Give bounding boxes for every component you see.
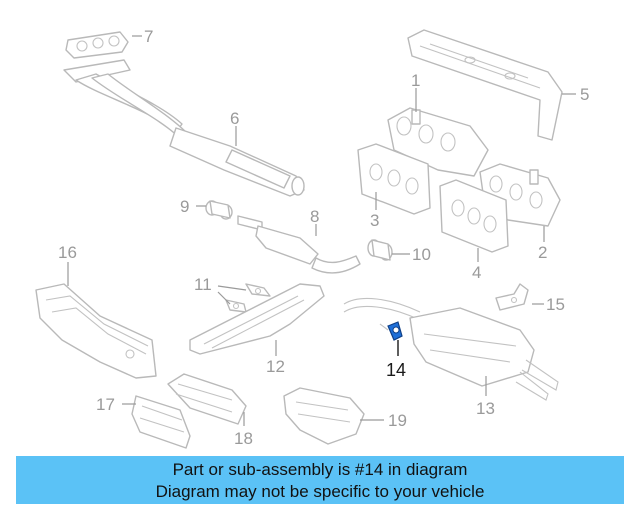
- callout-10: 10: [412, 245, 431, 264]
- callout-18: 18: [234, 429, 253, 448]
- callout-16: 16: [58, 243, 77, 262]
- part-10-clamp: [367, 239, 393, 261]
- callout-5: 5: [580, 85, 589, 104]
- part-9-clamp: [205, 200, 233, 220]
- callout-7: 7: [144, 27, 153, 46]
- callout-12: 12: [266, 357, 285, 376]
- callout-2: 2: [538, 243, 547, 262]
- banner-line-2: Diagram may not be specific to your vehi…: [155, 482, 485, 501]
- callout-1: 1: [411, 71, 420, 90]
- part-17-heat-shield: [131, 395, 191, 449]
- callout-9: 9: [180, 197, 189, 216]
- callout-11: 11: [194, 275, 212, 294]
- part-4-gasket: [439, 179, 509, 253]
- info-banner: Part or sub-assembly is #14 in diagram D…: [16, 456, 624, 504]
- part-19-heat-shield: [283, 387, 365, 445]
- callout-6: 6: [230, 109, 239, 128]
- banner-line-1: Part or sub-assembly is #14 in diagram: [172, 460, 468, 479]
- part-14-hanger[interactable]: [379, 321, 403, 341]
- callout-labels: 7 6 1 5 3 2 4 9 8 10 11 12 16 13 15 17 1…: [58, 27, 589, 448]
- part-15-bracket: [495, 283, 529, 311]
- callout-13: 13: [476, 399, 495, 418]
- callout-17: 17: [96, 395, 115, 414]
- callout-15: 15: [546, 295, 565, 314]
- part-8-resonator: [237, 215, 361, 274]
- callout-3: 3: [370, 211, 379, 230]
- callout-8: 8: [310, 207, 319, 226]
- callout-4: 4: [472, 263, 481, 282]
- part-7-gasket: [65, 31, 129, 59]
- callout-14-highlighted: 14: [386, 360, 406, 380]
- part-12-heat-shield: [189, 283, 325, 355]
- part-13-muffler: [343, 297, 559, 401]
- part-18-heat-shield: [167, 373, 247, 425]
- part-6-front-pipe: [63, 59, 305, 197]
- part-5-heat-shield: [407, 29, 563, 141]
- part-16-heat-shield: [35, 283, 157, 379]
- callout-19: 19: [388, 411, 407, 430]
- leader-lines: [67, 35, 576, 426]
- part-11-brackets: [225, 283, 271, 313]
